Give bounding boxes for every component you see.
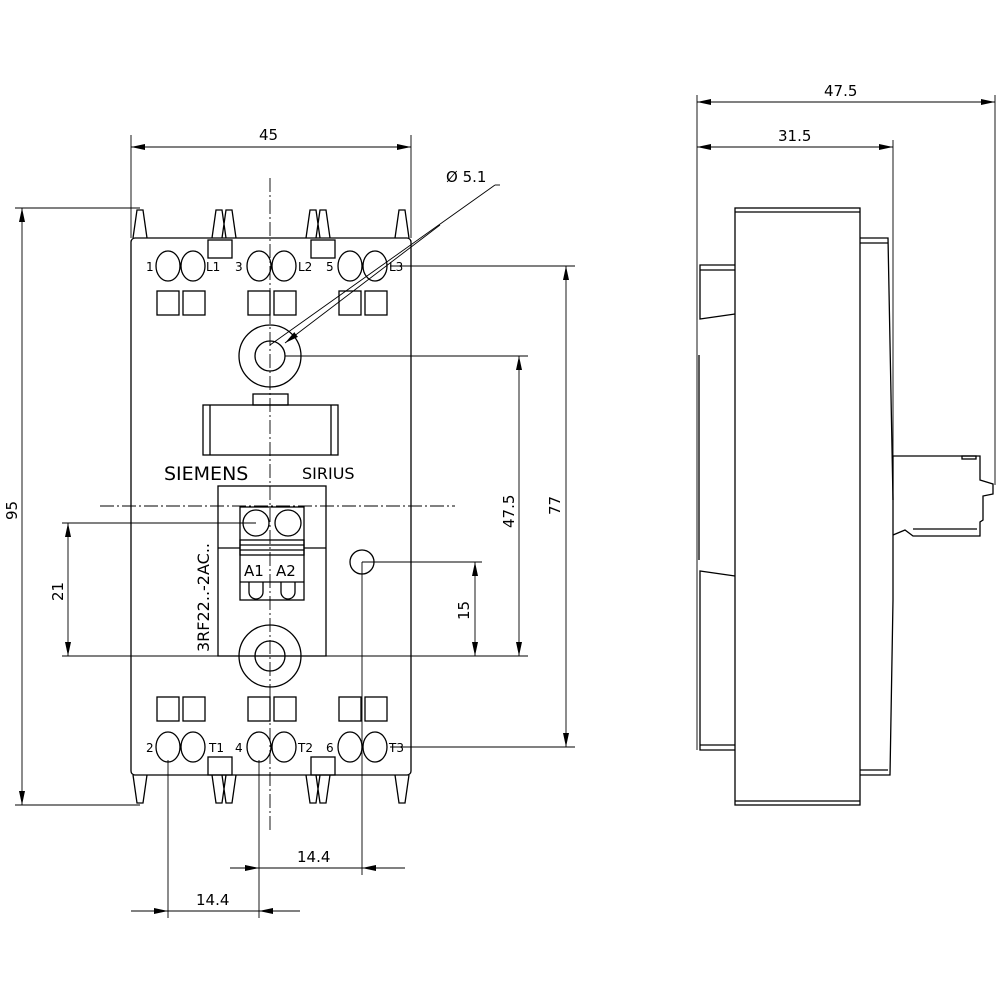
dim-hole-spacing: 77: [546, 496, 564, 515]
bottom-terminal-screws: [155, 731, 388, 763]
terminal-label: L3: [389, 260, 403, 274]
dim-control-terminal: 21: [49, 582, 67, 601]
terminal-label: T1: [208, 741, 224, 755]
terminal-label: 3: [235, 260, 243, 274]
dim-depth-total: 47.5: [824, 82, 857, 100]
top-terminal-screws: [155, 250, 388, 282]
terminal-label: T2: [297, 741, 313, 755]
terminal-label: 4: [235, 741, 243, 755]
brand-label: SIEMENS: [164, 463, 248, 485]
control-terminal-a2: A2: [276, 562, 296, 580]
terminal-label: 2: [146, 741, 154, 755]
terminal-label: 6: [326, 741, 334, 755]
dim-depth-body: 31.5: [778, 127, 811, 145]
housing-outline: [130, 237, 412, 776]
terminal-label: L1: [206, 260, 220, 274]
dim-width: 45: [259, 126, 278, 144]
dim-hole-diameter: Ø 5.1: [446, 168, 486, 186]
control-terminal-block: [217, 485, 327, 657]
side-view: [698, 207, 994, 806]
terminal-label: T3: [388, 741, 404, 755]
dim-pitch-upper: 14.4: [297, 848, 330, 866]
terminal-label: 5: [326, 260, 334, 274]
dim-pitch-lower: 14.4: [196, 891, 229, 909]
control-terminal-a1: A1: [244, 562, 264, 580]
side-dimensions: 47.5 31.5: [696, 82, 996, 750]
dim-height: 95: [3, 501, 21, 520]
dim-hole-to-terminal: 47.5: [500, 495, 518, 528]
front-view: 1 L1 3 L2 5 L3 2 T1 4 T2 6 T3 SIEMENS SI…: [100, 178, 455, 830]
model-label: 3RF22..-2AC..: [194, 543, 213, 652]
top-terminal-labels: 1 L1 3 L2 5 L3: [146, 260, 403, 274]
front-dimensions: 45 95 Ø 5.1 77 47.5 21 15 14.4 14.4: [3, 126, 575, 918]
bottom-terminal-labels: 2 T1 4 T2 6 T3: [146, 741, 404, 755]
dim-led: 15: [455, 601, 473, 620]
terminal-label: L2: [298, 260, 312, 274]
bottom-clips: [132, 756, 410, 804]
top-clips: [132, 209, 410, 259]
product-line-label: SIRIUS: [302, 464, 355, 483]
cover-plate: [202, 393, 339, 456]
terminal-label: 1: [146, 260, 154, 274]
